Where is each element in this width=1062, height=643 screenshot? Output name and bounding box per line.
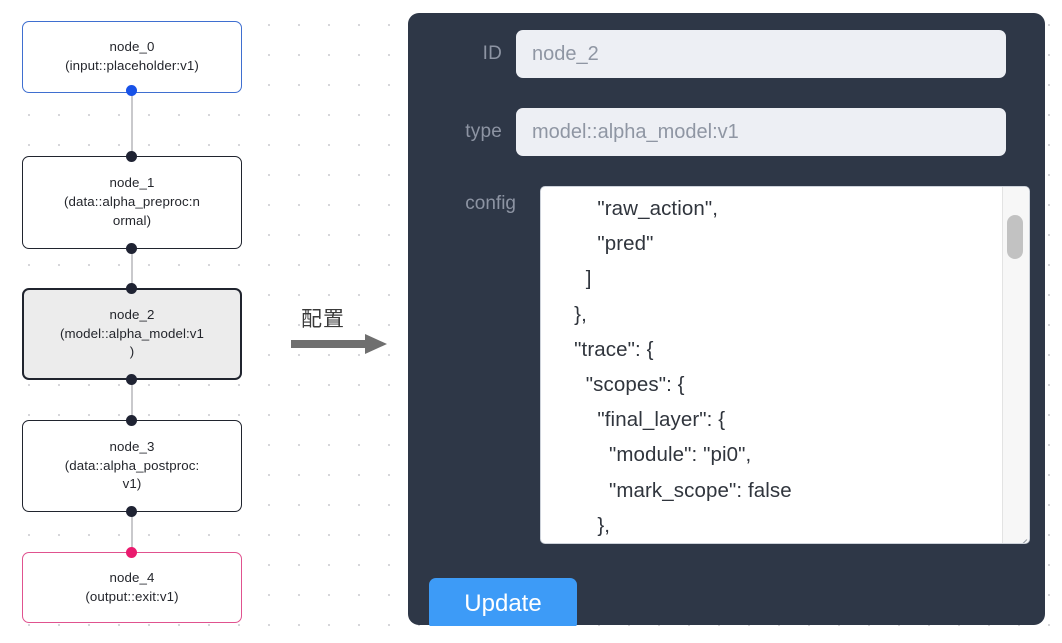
node-handle-node_2-source[interactable] <box>126 374 137 385</box>
edge-node_0-node_1[interactable] <box>131 90 133 160</box>
node-label-line: node_4 <box>109 569 155 585</box>
config-field-label: config <box>465 193 516 214</box>
node-handle-node_3-target[interactable] <box>126 415 137 426</box>
config-textarea-content: "raw_action", "pred" ] }, "trace": { "sc… <box>574 197 792 537</box>
node-label-line: ormal) <box>112 212 152 228</box>
node-handle-node_0-source[interactable] <box>126 85 137 96</box>
node-label-line: (model::alpha_model:v1 <box>59 325 205 341</box>
node-label-line: (input::placeholder:v1) <box>65 58 199 73</box>
node-label-line: node_0 <box>109 39 155 55</box>
type-field-label: type <box>465 121 502 142</box>
node-label-line: node_2 <box>109 306 155 322</box>
edge-node_2-node_3[interactable] <box>131 377 133 424</box>
node-handle-node_1-source[interactable] <box>126 243 137 254</box>
edge-node_1-node_2[interactable] <box>131 245 133 293</box>
resize-grip-icon[interactable] <box>1013 527 1028 543</box>
field-row-type: type <box>412 108 1032 156</box>
config-scrollbar[interactable] <box>1002 187 1029 543</box>
node-label-line: (data::alpha_postproc: <box>64 457 200 473</box>
node-handle-node_1-target[interactable] <box>126 151 137 162</box>
node-label-line: node_3 <box>109 438 155 454</box>
arrow-right-icon <box>291 332 391 361</box>
viewport-bottom-edge <box>0 626 1062 643</box>
field-row-id: ID <box>412 30 1032 78</box>
node-label-line: node_1 <box>109 175 155 191</box>
node-label-line: (output::exit:v1) <box>85 588 179 604</box>
graph-node-node_3[interactable]: node_3 (data::alpha_postproc: v1) <box>22 420 242 512</box>
type-input[interactable] <box>516 108 1006 156</box>
node-handle-node_2-target[interactable] <box>126 283 137 294</box>
graph-node-node_4[interactable]: node_4 (output::exit:v1) <box>22 552 242 623</box>
node-label-line: (data::alpha_preproc:n <box>64 194 200 210</box>
node-handle-node_3-source[interactable] <box>126 506 137 517</box>
graph-node-node_2[interactable]: node_2 (model::alpha_model:v1 ) <box>22 288 242 380</box>
graph-node-node_1[interactable]: node_1 (data::alpha_preproc:n ormal) <box>22 156 242 249</box>
config-scrollbar-thumb[interactable] <box>1007 215 1023 259</box>
annotation-caption: 配置 <box>301 307 345 331</box>
update-button[interactable]: Update <box>429 578 577 630</box>
id-field-label: ID <box>482 43 502 64</box>
node-handle-node_4-target[interactable] <box>126 547 137 558</box>
node-label-line: ) <box>129 344 135 360</box>
node-label-line: v1) <box>122 476 142 492</box>
graph-node-node_0[interactable]: node_0 (input::placeholder:v1) <box>22 21 242 93</box>
edge-node_3-node_4[interactable] <box>131 509 133 555</box>
config-textarea[interactable]: "raw_action", "pred" ] }, "trace": { "sc… <box>540 186 1030 544</box>
id-input[interactable] <box>516 30 1006 78</box>
